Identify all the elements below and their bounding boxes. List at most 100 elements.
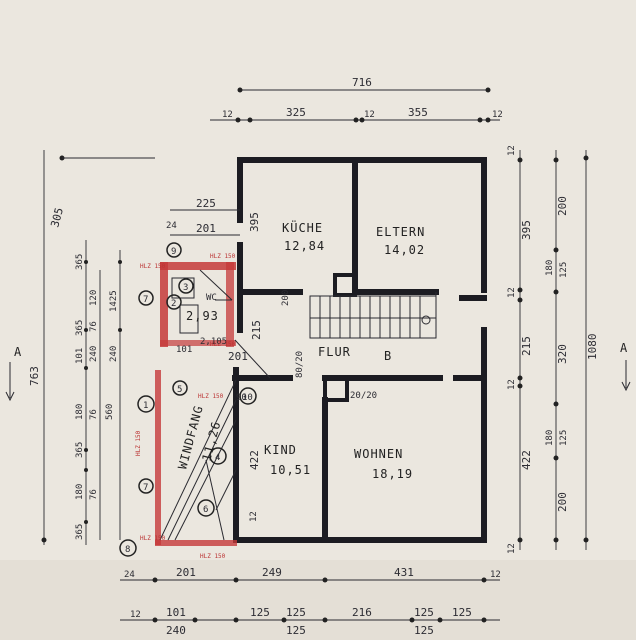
room-kind-name: KIND bbox=[264, 443, 297, 457]
svg-text:6: 6 bbox=[203, 505, 208, 515]
dim-422-inner: 422 bbox=[248, 450, 261, 470]
hlz-label-7: HLZ 150 bbox=[200, 553, 226, 560]
dim-90: 90 bbox=[236, 393, 247, 403]
room-wohnen-area: 18,19 bbox=[372, 467, 413, 481]
dim-20-20: 20/20 bbox=[350, 391, 377, 401]
bath-detail bbox=[171, 269, 233, 334]
dim-215-inner: 215 bbox=[250, 320, 263, 340]
svg-text:8: 8 bbox=[125, 545, 130, 555]
room-kueche-area: 12,84 bbox=[284, 239, 325, 253]
dim-l3-b: 240 bbox=[109, 346, 119, 362]
dim-r2-a: 200 bbox=[556, 196, 569, 216]
svg-text:9: 9 bbox=[171, 247, 176, 257]
dim-r2-b: 180 bbox=[545, 260, 555, 276]
dim-r2-c: 125 bbox=[559, 262, 569, 278]
dim-b3-c: 125 bbox=[414, 624, 434, 637]
walls bbox=[232, 157, 487, 543]
inner-dimensions: 225 201 24 395 215 201 422 12 20/20 80/2… bbox=[166, 197, 377, 522]
dim-b3-a: 240 bbox=[166, 624, 186, 637]
dim-b1-a: 24 bbox=[124, 570, 135, 580]
marker-7: 7 bbox=[138, 290, 154, 306]
dim-l2-b: 76 bbox=[89, 321, 99, 332]
dim-201-inner: 201 bbox=[228, 350, 248, 363]
svg-text:7: 7 bbox=[143, 483, 148, 493]
room-bad-area: 2,93 bbox=[186, 309, 219, 323]
dim-l1-a: 365 bbox=[75, 254, 85, 270]
hlz-label-1: HLZ 150 bbox=[140, 263, 166, 270]
dim-r1-d: 215 bbox=[520, 336, 533, 356]
dim-r2-f: 125 bbox=[559, 430, 569, 446]
dim-l1-c: 365 bbox=[75, 320, 85, 336]
hlz-label-6: HLZ 150 bbox=[140, 535, 166, 542]
dim-r1-a: 12 bbox=[507, 145, 517, 156]
marker-7b: 7 bbox=[138, 478, 154, 494]
dim-r1-e: 12 bbox=[507, 379, 517, 390]
dim-l2-f: 76 bbox=[89, 489, 99, 500]
left-dimensions: 305 763 365 101 365 180 365 180 365 120 … bbox=[5, 150, 155, 545]
room-kind-area: 10,51 bbox=[270, 463, 311, 477]
dim-r1-g: 12 bbox=[507, 543, 517, 554]
hlz-label-2: HLZ 150 bbox=[210, 253, 236, 260]
bottom-dimensions: 24 201 249 431 12 12 101 125 125 216 125… bbox=[120, 566, 501, 637]
dim-b2-d: 125 bbox=[286, 606, 306, 619]
dim-80-20: 80/20 bbox=[295, 351, 305, 378]
room-eltern-area: 14,02 bbox=[384, 243, 425, 257]
staircase bbox=[309, 295, 437, 339]
svg-text:2: 2 bbox=[171, 299, 176, 309]
dim-top-wall-left: 12 bbox=[222, 110, 233, 120]
section-mark-b: B bbox=[384, 349, 392, 363]
dim-top-left: 325 bbox=[286, 106, 306, 119]
hlz-label-4: HLZ 150 bbox=[198, 393, 224, 400]
numbered-markers: 1 2 3 4 5 6 7 7 8 9 10 bbox=[119, 242, 257, 557]
dim-b2-b: 101 bbox=[166, 606, 186, 619]
room-wohnen-name: WOHNEN bbox=[354, 447, 403, 461]
dim-12-inner: 12 bbox=[249, 511, 259, 522]
dim-b2-c: 125 bbox=[250, 606, 270, 619]
dim-b1-e: 12 bbox=[490, 570, 501, 580]
dim-r2-e: 180 bbox=[545, 430, 555, 446]
dim-l1-g: 365 bbox=[75, 524, 85, 540]
room-wc-name: WC bbox=[206, 293, 217, 303]
windfang-detail bbox=[159, 339, 271, 541]
marker-2: 2 bbox=[166, 294, 182, 310]
top-dimensions: 716 12 325 12 355 12 bbox=[210, 76, 503, 123]
paper-shadow bbox=[0, 560, 636, 640]
dim-l1-b: 101 bbox=[75, 348, 85, 364]
dim-l1-d: 180 bbox=[75, 404, 85, 420]
dim-top-wall-right: 12 bbox=[492, 110, 503, 120]
dim-l2-a: 120 bbox=[89, 290, 99, 306]
svg-text:1: 1 bbox=[143, 401, 148, 411]
dim-b3-b: 125 bbox=[286, 624, 306, 637]
svg-text:4: 4 bbox=[215, 453, 220, 463]
marker-8: 8 bbox=[119, 539, 137, 557]
room-kueche-name: KÜCHE bbox=[282, 219, 323, 235]
dim-l1-e: 365 bbox=[75, 442, 85, 458]
dim-l2-c: 240 bbox=[89, 346, 99, 362]
dim-r1-c: 12 bbox=[507, 287, 517, 298]
section-mark-a-right: A bbox=[620, 341, 628, 355]
dim-right-outer: 1080 bbox=[586, 334, 599, 361]
section-mark-a-left: A bbox=[14, 345, 22, 359]
red-hlz-walls bbox=[155, 262, 237, 546]
dim-r2-d: 320 bbox=[556, 344, 569, 364]
dim-201: 201 bbox=[196, 222, 216, 235]
dim-top-wall-mid: 12 bbox=[364, 110, 375, 120]
marker-9: 9 bbox=[166, 242, 182, 258]
dim-r1-b: 395 bbox=[520, 220, 533, 240]
dim-left-outer: 763 bbox=[28, 366, 41, 386]
dim-b1-d: 431 bbox=[394, 566, 414, 579]
hlz-labels: HLZ 150 HLZ 150 HLZ 150 HLZ 150 HLZ 150 … bbox=[135, 253, 236, 560]
dim-200: 200 bbox=[281, 290, 291, 306]
dim-r1-f: 422 bbox=[520, 450, 533, 470]
svg-text:5: 5 bbox=[177, 385, 182, 395]
dim-b2-e: 216 bbox=[352, 606, 372, 619]
dim-top-right: 355 bbox=[408, 106, 428, 119]
dim-b1-c: 249 bbox=[262, 566, 282, 579]
marker-6: 6 bbox=[197, 499, 215, 517]
marker-5: 5 bbox=[172, 380, 188, 396]
svg-text:7: 7 bbox=[143, 295, 148, 305]
dim-225: 225 bbox=[196, 197, 216, 210]
